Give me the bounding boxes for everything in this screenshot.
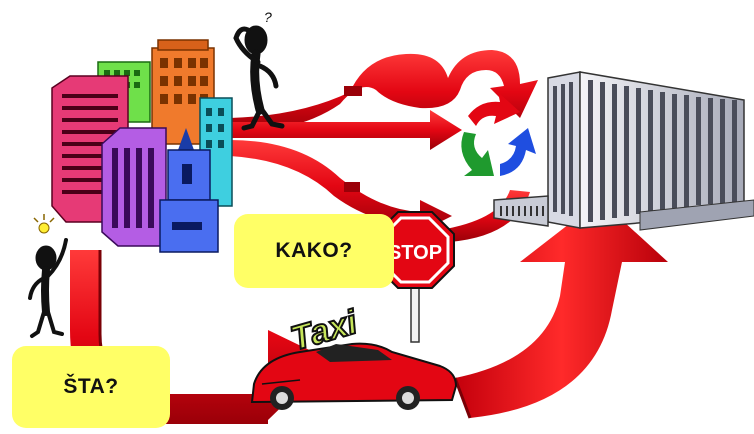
idea-figure-icon (28, 214, 68, 338)
thinking-figure-icon: ? (233, 9, 285, 131)
sta-label: ŠTA? (63, 375, 119, 398)
office-building-icon (493, 71, 754, 231)
taxi-car-icon: Taxi (250, 302, 458, 410)
route-arrow-middle (230, 110, 462, 150)
kako-callout: KAKO? (234, 214, 394, 288)
kako-label: KAKO? (275, 239, 353, 262)
sta-callout: ŠTA? (12, 346, 170, 428)
lightbulb-icon (33, 214, 55, 234)
route-arrow-loop (230, 50, 538, 134)
recycle-arrows-icon (461, 92, 536, 176)
thinking-mark: ? (264, 9, 272, 25)
stop-sign-label: STOP (388, 242, 442, 264)
city-buildings-icon (51, 39, 233, 253)
stop-sign-icon: STOP (375, 211, 455, 343)
